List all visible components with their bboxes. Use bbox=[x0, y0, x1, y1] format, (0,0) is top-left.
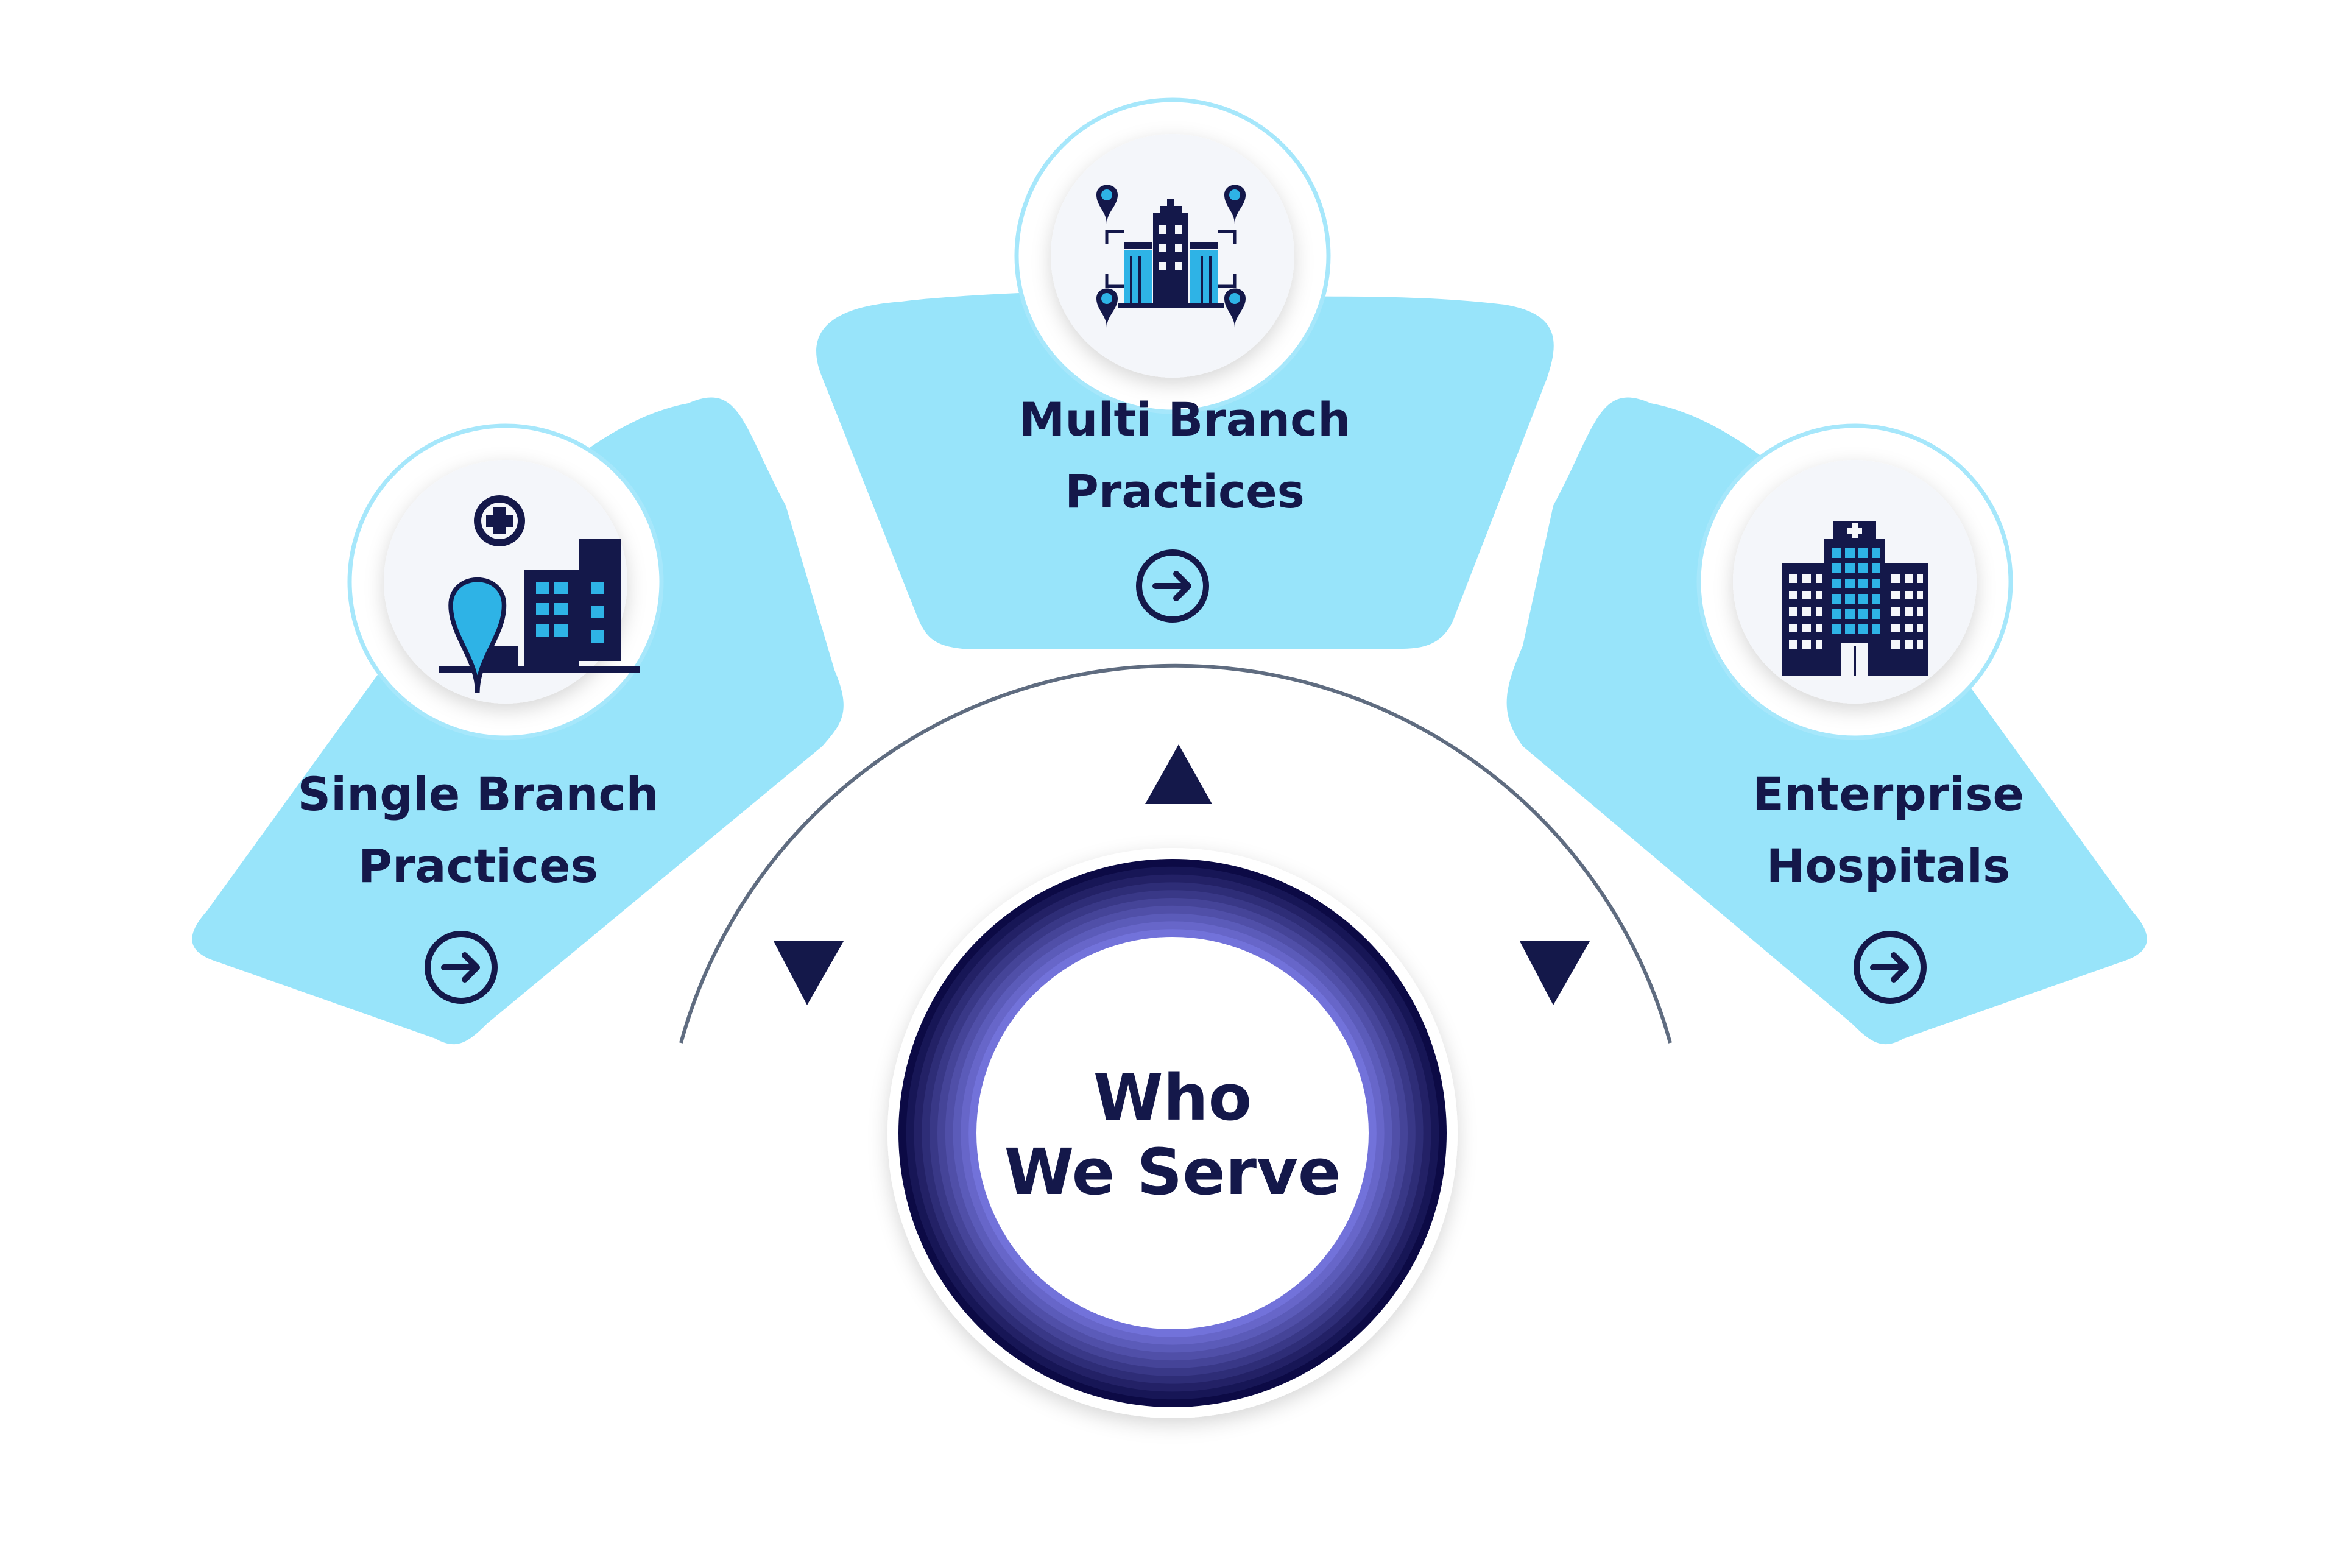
hospital-network-pins-icon bbox=[1096, 185, 1246, 328]
enterprise-arrow-button[interactable] bbox=[1854, 931, 1927, 1004]
multi-branch-arrow-button[interactable] bbox=[1136, 549, 1209, 623]
clinic-location-pin-icon bbox=[439, 495, 640, 693]
card-multi-branch[interactable]: Multi Branch Practices bbox=[816, 97, 1554, 649]
pointer-right-triangle bbox=[1520, 941, 1590, 1005]
card-enterprise[interactable]: Enterprise Hospitals bbox=[1506, 397, 2147, 1045]
single-branch-title-line2: Practices bbox=[358, 839, 598, 893]
arrow-right-circle-icon[interactable] bbox=[1136, 549, 1209, 623]
enterprise-title-line2: Hospitals bbox=[1766, 839, 2010, 893]
center-title-line2: We Serve bbox=[1004, 1135, 1341, 1209]
arrow-right-circle-icon[interactable] bbox=[425, 931, 498, 1004]
orbit-arc bbox=[679, 663, 1672, 1044]
hospital-building-icon bbox=[1782, 521, 1928, 676]
enterprise-title-line1: Enterprise bbox=[1752, 767, 2024, 821]
center-title-line1: Who bbox=[1093, 1061, 1252, 1135]
card-single-branch[interactable]: Single Branch Practices bbox=[192, 397, 844, 1045]
center-hub: Who We Serve bbox=[887, 848, 1458, 1418]
arrow-right-circle-icon[interactable] bbox=[1854, 931, 1927, 1004]
single-branch-title-line1: Single Branch bbox=[297, 767, 658, 821]
card-multi-branch-shape[interactable] bbox=[816, 291, 1554, 649]
single-branch-arrow-button[interactable] bbox=[425, 931, 498, 1004]
pointer-left-triangle bbox=[774, 941, 844, 1005]
multi-branch-title-line2: Practices bbox=[1065, 464, 1305, 518]
multi-branch-title-line1: Multi Branch bbox=[1019, 392, 1351, 447]
pointer-up-triangle bbox=[1145, 744, 1212, 804]
